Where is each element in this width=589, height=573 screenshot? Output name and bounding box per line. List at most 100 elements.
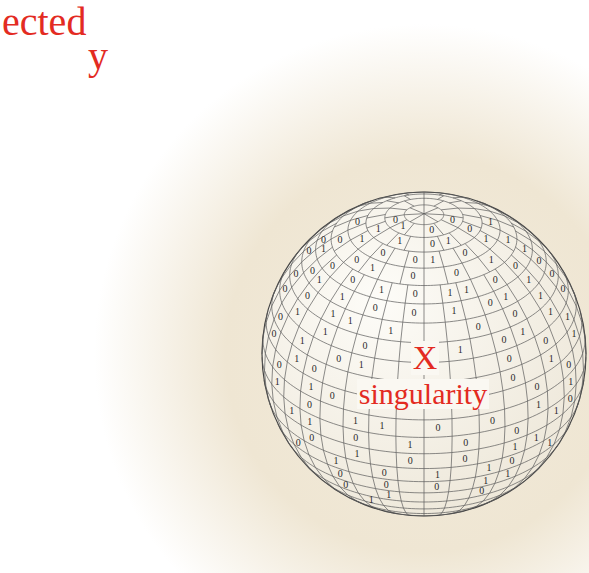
grid-line (299, 391, 301, 408)
cell-digit: 0 (338, 235, 343, 245)
grid-line (424, 205, 425, 214)
grid-line (449, 201, 461, 203)
grid-line (346, 458, 349, 472)
cell-digit: 0 (550, 269, 555, 279)
grid-line (301, 425, 304, 441)
cell-digit: 1 (340, 292, 345, 302)
grid-line (561, 362, 564, 380)
grid-line (345, 372, 348, 391)
grid-line (363, 297, 370, 315)
cell-digit: 0 (537, 256, 542, 266)
grid-line (372, 507, 379, 510)
cell-digit: 0 (353, 433, 358, 443)
cell-digit: 1 (486, 463, 491, 473)
grid-line (434, 223, 444, 235)
grid-line (316, 215, 533, 304)
grid-line (358, 209, 374, 212)
cell-digit: 1 (484, 234, 489, 244)
cell-digit: 1 (309, 382, 314, 392)
grid-line (443, 303, 445, 322)
grid-line (478, 433, 480, 449)
cell-digit: 0 (434, 482, 439, 492)
grid-line (304, 441, 309, 455)
cell-digit: 0 (393, 215, 398, 225)
grid-line (517, 346, 522, 365)
grid-line (315, 468, 323, 479)
grid-line (374, 208, 390, 209)
grid-line (305, 464, 543, 502)
grid-line (544, 251, 556, 264)
grid-line (515, 479, 525, 488)
grid-line (401, 322, 403, 342)
cell-digit: 1 (547, 438, 552, 448)
grid-line (518, 301, 527, 318)
cell-digit: 0 (306, 246, 311, 256)
grid-line (341, 209, 353, 215)
grid-line (547, 391, 549, 408)
cell-digit: 0 (513, 261, 518, 271)
grid-line (540, 309, 549, 326)
grid-line (284, 362, 287, 380)
grid-line (499, 458, 502, 472)
grid-line (466, 319, 470, 338)
cell-digit: 1 (289, 406, 294, 416)
cell-digit: 1 (321, 244, 326, 254)
cell-digit: 0 (309, 433, 314, 443)
cell-digit: 1 (446, 236, 451, 246)
grid-line (404, 251, 409, 267)
cell-digit: 1 (353, 416, 358, 426)
cell-digit: 0 (463, 454, 468, 464)
grid-line (404, 205, 443, 225)
grid-line (396, 453, 398, 468)
cell-digit: 0 (336, 354, 341, 364)
grid-line (582, 322, 585, 339)
grid-line (529, 231, 530, 232)
cell-digit: 0 (462, 248, 467, 258)
grid-line (383, 505, 388, 510)
grid-line (292, 251, 304, 264)
grid-line (390, 208, 407, 210)
grid-line (405, 285, 408, 303)
grid-line (461, 301, 466, 320)
cell-digit: 0 (307, 400, 312, 410)
grid-line (503, 309, 511, 327)
cell-digit: 1 (333, 456, 338, 466)
cell-digit: 0 (312, 364, 317, 374)
cell-digit: 0 (510, 456, 515, 466)
grid-line (273, 349, 276, 366)
grid-line (326, 346, 331, 365)
grid-line (458, 208, 474, 209)
grid-line (574, 293, 577, 300)
grid-line (424, 420, 425, 438)
grid-line (437, 236, 443, 250)
grid-line (338, 309, 346, 327)
grid-line (445, 501, 447, 508)
grid-line (445, 322, 447, 342)
cell-digit: 1 (505, 469, 510, 479)
grid-line (507, 488, 515, 493)
grid-line (516, 231, 531, 240)
grid-line (301, 457, 310, 469)
grid-line (424, 514, 425, 516)
grid-line (456, 283, 461, 301)
grid-line (404, 223, 414, 235)
cell-digit: 1 (526, 275, 531, 285)
grid-line (370, 202, 383, 204)
grid-line (274, 278, 282, 293)
cell-digit: 0 (476, 322, 481, 332)
cell-digit: 1 (565, 312, 570, 322)
grid-line (460, 505, 465, 510)
grid-line (469, 507, 476, 510)
grid-line (554, 429, 559, 444)
grid-line (387, 283, 392, 301)
grid-line (504, 409, 505, 426)
grid-line (270, 404, 271, 408)
grid-line (358, 257, 370, 272)
grid-line (288, 429, 293, 444)
grid-line (504, 216, 517, 223)
grid-line (378, 319, 382, 338)
grid-line (375, 339, 378, 358)
cell-digit: 0 (293, 269, 298, 279)
grid-line (563, 397, 564, 414)
grid-line (522, 364, 526, 383)
